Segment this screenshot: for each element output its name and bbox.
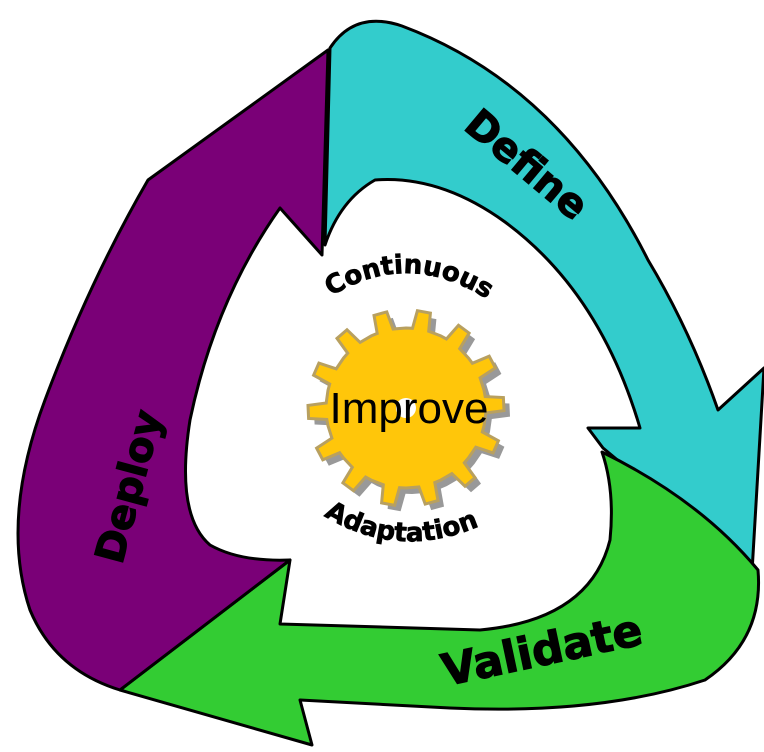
improve-label: Improve — [330, 384, 489, 433]
define-arrow-shape — [323, 19, 764, 574]
deploy-arrow: Deploy — [16, 48, 330, 692]
deploy-arrow-shape — [16, 48, 330, 692]
validate-arrow-shape — [118, 450, 761, 747]
continuous-arc-label: Continuous — [320, 250, 499, 305]
validate-arrow: Validate — [118, 450, 761, 747]
gear-hole — [396, 398, 416, 418]
hub: Continuous Improve Adaptation — [306, 250, 510, 549]
